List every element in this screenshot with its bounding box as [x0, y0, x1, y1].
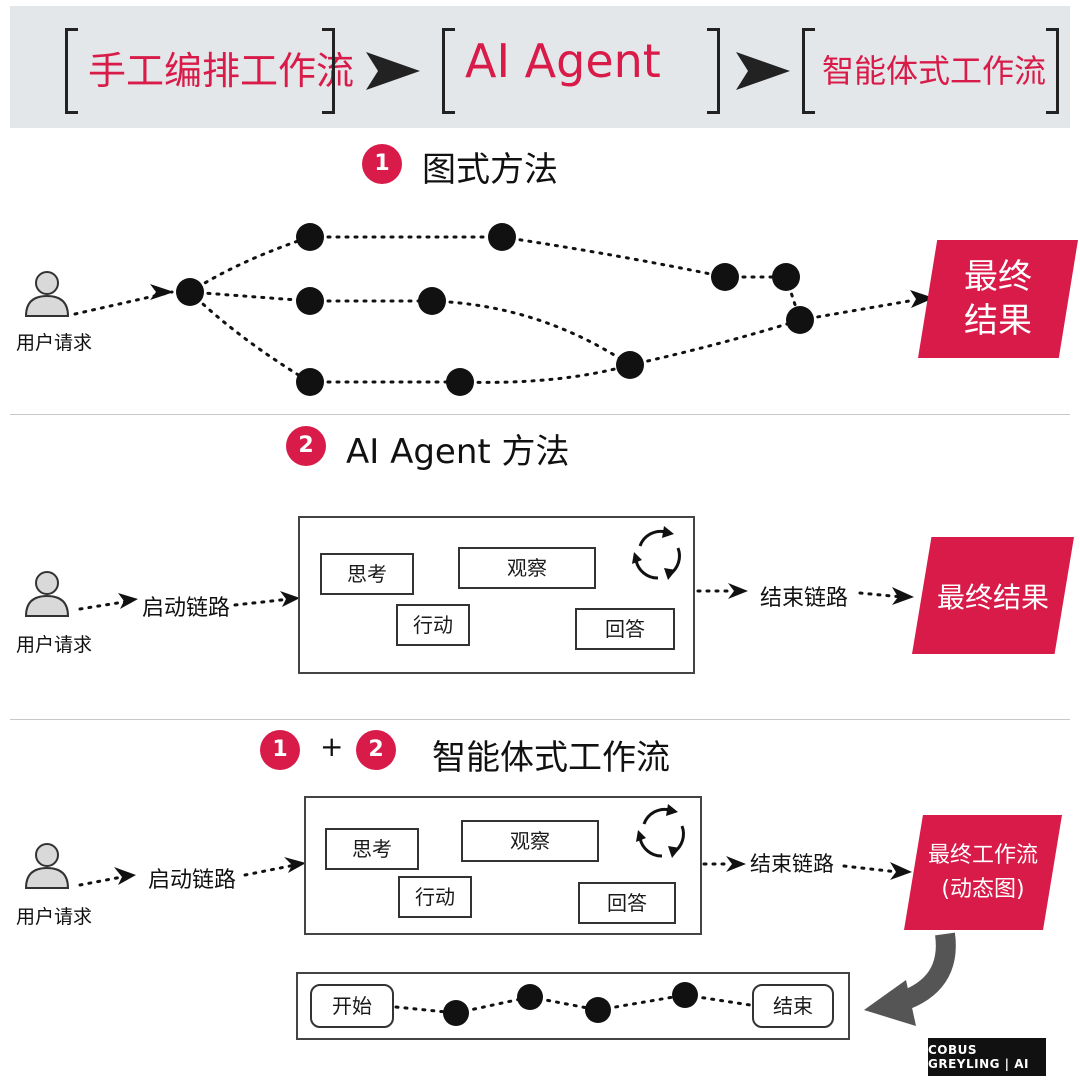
step-answer: 回答 [575, 608, 675, 650]
step-answer: 回答 [578, 882, 676, 924]
graph-node [672, 982, 698, 1008]
bracket-right [322, 28, 335, 114]
graph-node [616, 351, 644, 379]
cycle-icon [636, 804, 685, 858]
step-think: 思考 [325, 828, 419, 870]
graph-diagram [73, 223, 934, 396]
dynamic-graph-path [394, 982, 752, 1026]
final-workflow-line: (动态图) [941, 876, 1025, 902]
flow-start-node: 开始 [310, 984, 394, 1028]
end-chain-label: 结束链路 [760, 586, 849, 611]
credit-badge: COBUS GREYLING | AI [928, 1038, 1046, 1076]
step-think: 思考 [320, 553, 414, 595]
section3-badge-1: 1 [260, 730, 300, 770]
graph-node [772, 263, 800, 291]
final-workflow-line: 最终工作流 [927, 842, 1038, 868]
user-request-label: 用户请求 [16, 332, 93, 354]
graph-node [443, 1000, 469, 1026]
step-act: 行动 [398, 876, 472, 918]
header-banner: 手工编排工作流 AI Agent 智能体式工作流 [10, 6, 1070, 128]
user-icon [24, 843, 70, 889]
start-chain-label: 启动链路 [142, 596, 231, 621]
graph-node [446, 368, 474, 396]
curved-arrow-icon [864, 932, 956, 1026]
final-result-line: 结果 [964, 301, 1032, 341]
graph-node [296, 368, 324, 396]
header-right-text: 智能体式工作流 [822, 52, 1047, 90]
section2-badge: 2 [286, 426, 326, 466]
end-chain-connector [696, 583, 914, 605]
bracket-right [1046, 28, 1059, 114]
header-middle-text: AI Agent [465, 34, 661, 88]
graph-node [786, 306, 814, 334]
graph-nodes [176, 223, 814, 396]
section1-title: 图式方法 [422, 150, 558, 190]
flow-end-node: 结束 [752, 984, 834, 1028]
bracket-left [65, 28, 78, 114]
start-chain-connector [78, 591, 300, 611]
bracket-left [442, 28, 455, 114]
step-observe: 观察 [461, 820, 599, 862]
cycle-icon [632, 526, 681, 580]
graph-node [296, 223, 324, 251]
end-chain-label: 结束链路 [750, 852, 834, 876]
user-icon [24, 271, 70, 317]
graph-node [176, 278, 204, 306]
final-result-box: 最终结果 [912, 537, 1074, 654]
graph-node [418, 287, 446, 315]
plus-sign: + [320, 730, 344, 763]
graph-node [488, 223, 516, 251]
section3-title: 智能体式工作流 [432, 738, 670, 778]
header-arrow-icon [736, 52, 790, 90]
step-observe: 观察 [458, 547, 596, 589]
final-result-line: 最终 [964, 257, 1032, 297]
header-arrow-icon [366, 52, 420, 90]
section-divider [10, 719, 1070, 720]
step-act: 行动 [396, 604, 470, 646]
user-icon [24, 571, 70, 617]
graph-node [711, 263, 739, 291]
user-request-label: 用户请求 [16, 634, 93, 656]
end-chain-connector [702, 856, 912, 880]
start-chain-label: 启动链路 [148, 868, 237, 893]
start-chain-connector [78, 857, 306, 887]
section1-badge: 1 [362, 144, 402, 184]
graph-node [296, 287, 324, 315]
final-result-box: 最终 结果 [918, 240, 1078, 358]
graph-node [517, 984, 543, 1010]
user-request-label: 用户请求 [16, 906, 93, 928]
section3-badge-2: 2 [356, 730, 396, 770]
section-divider [10, 414, 1070, 415]
bracket-right [707, 28, 720, 114]
header-left-text: 手工编排工作流 [88, 49, 355, 93]
final-workflow-box: 最终工作流 (动态图) [904, 815, 1062, 930]
bracket-left [802, 28, 815, 114]
section2-title: AI Agent 方法 [346, 432, 570, 472]
graph-node [585, 997, 611, 1023]
